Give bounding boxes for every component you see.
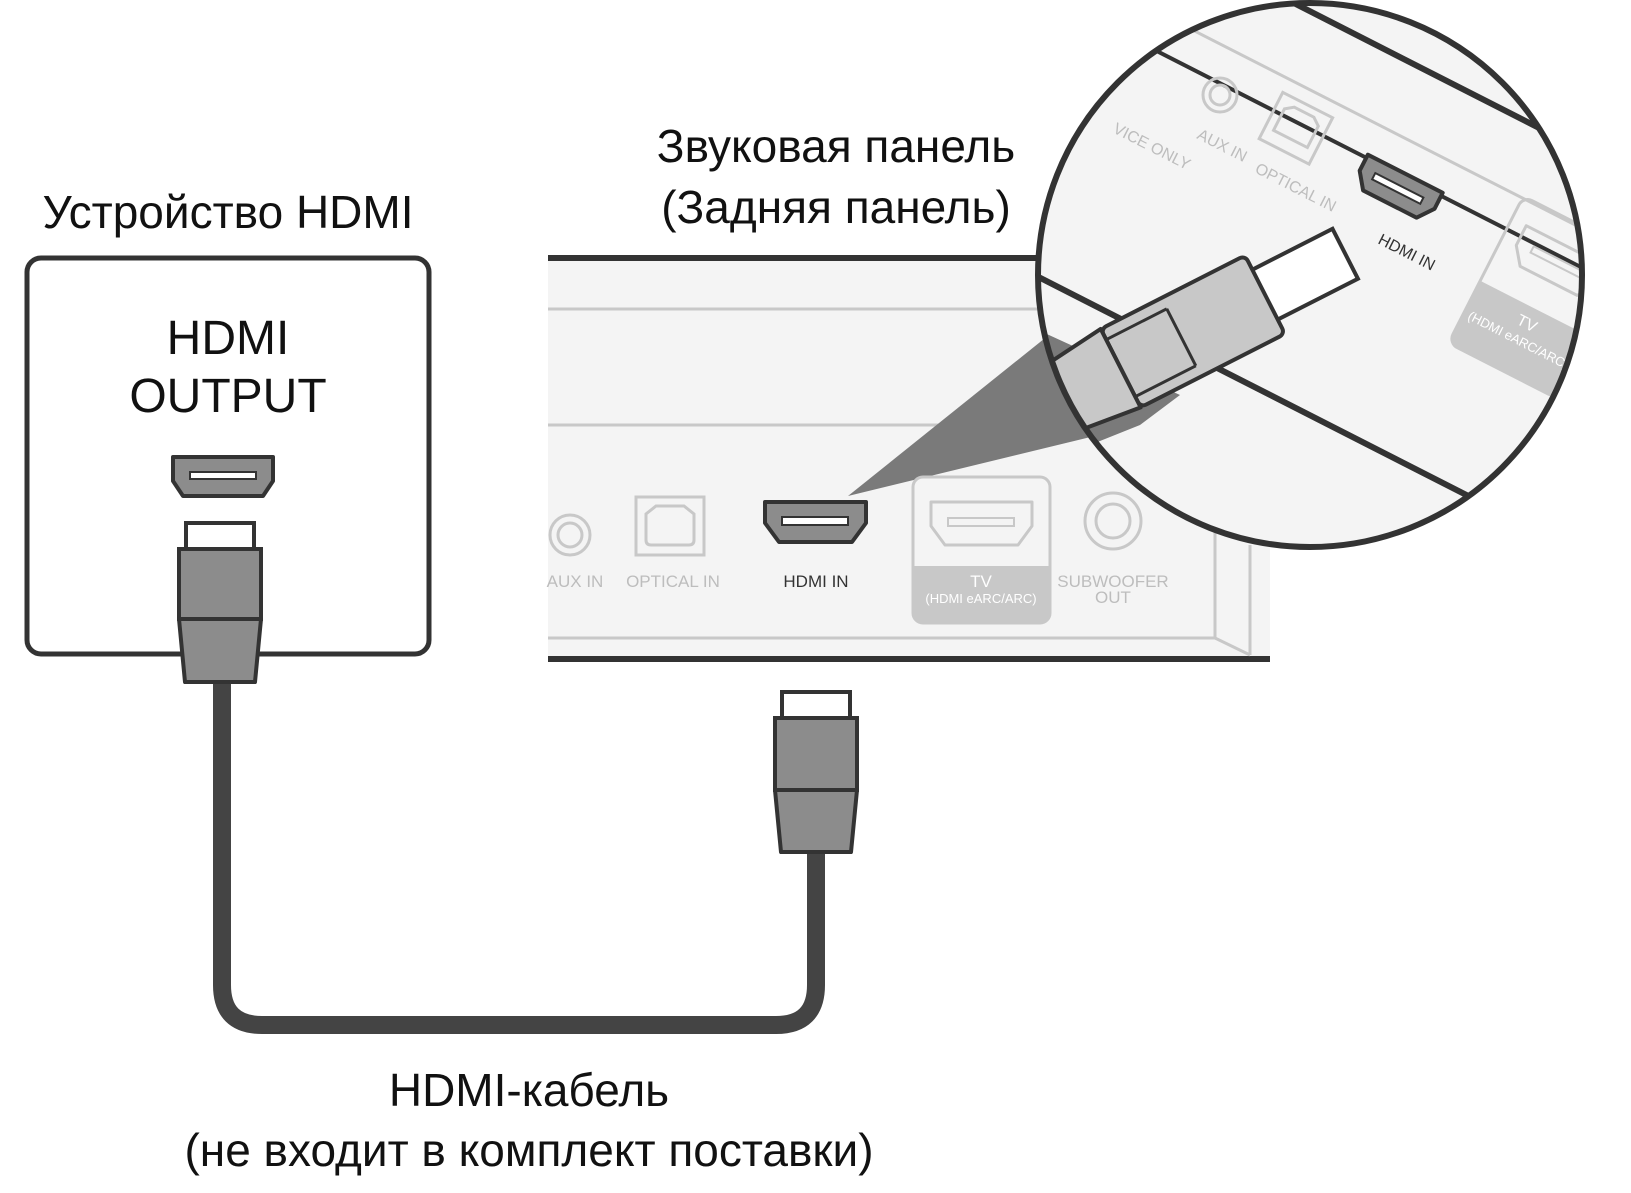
zoom-sub-fragment-label: SU <box>1595 345 1623 370</box>
tv-label-line2: (HDMI eARC/ARC) <box>925 591 1036 606</box>
hdmi-plug-device-side-icon <box>177 521 263 684</box>
subwoofer-label-line2: OUT <box>1095 588 1131 607</box>
optical-in-port-icon <box>634 495 706 557</box>
soundbar-title-line2: (Задняя панель) <box>661 181 1011 233</box>
hdmi-in-port-icon <box>763 500 868 544</box>
output-label-line2: OUTPUT <box>129 370 326 423</box>
tv-hdmi-port-icon <box>929 500 1034 547</box>
zoom-hdmi-in-port-icon <box>1357 152 1445 220</box>
hdmi-cable <box>213 671 825 1034</box>
aux-in-jack-icon <box>548 513 592 557</box>
subwoofer-out-jack-icon <box>1083 491 1143 551</box>
optical-in-label: OPTICAL IN <box>626 572 720 591</box>
zoom-tv-port-group: TV (HDMI eARC/ARC) <box>1450 198 1582 397</box>
zoom-optical-port-icon <box>1257 90 1335 167</box>
hdmi-in-label: HDMI IN <box>783 572 848 591</box>
hdmi-plug-soundbar-side-icon <box>773 690 859 854</box>
cable-label-line2: (не входит в комплект поставки) <box>184 1124 873 1176</box>
output-label-line1: HDMI <box>167 312 290 365</box>
device-title: Устройство HDMI <box>43 186 414 238</box>
aux-in-label: AUX IN <box>547 572 604 591</box>
tv-earc-port-group <box>911 475 1052 625</box>
subwoofer-label-line1: SUBWOOFER <box>1057 572 1168 591</box>
tv-label-line1: TV <box>970 572 992 591</box>
cable-label-line1: HDMI-кабель <box>389 1064 669 1116</box>
zoom-aux-jack-icon <box>1201 76 1239 114</box>
soundbar-title-line1: Звуковая панель <box>657 120 1015 172</box>
device-hdmi-port-icon <box>171 455 275 498</box>
